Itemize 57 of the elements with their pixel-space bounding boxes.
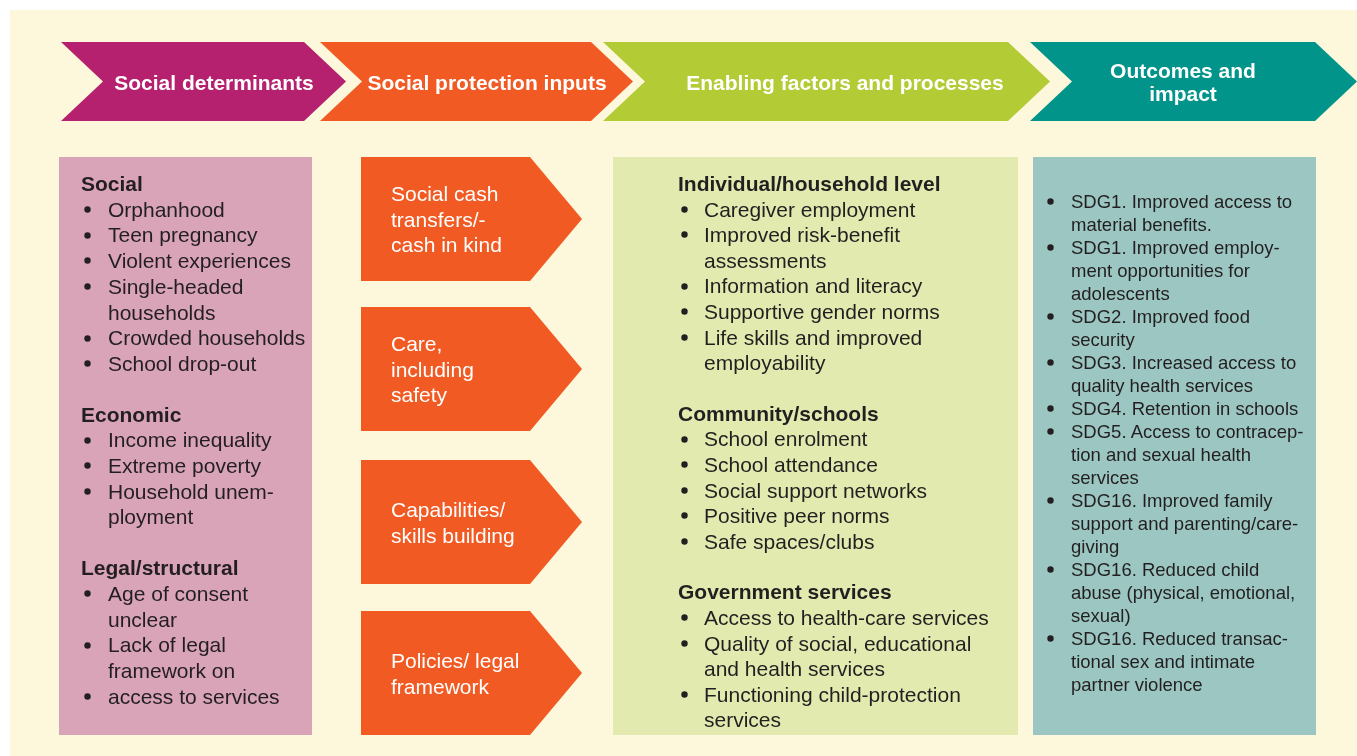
list-item-text: School attendance bbox=[704, 452, 878, 476]
list-item-text: SDG1. Improved access to material benefits. bbox=[1071, 191, 1293, 235]
list-item-text: Quality of social, educational and health services bbox=[704, 631, 972, 681]
list-item-text: Safe spaces/clubs bbox=[704, 529, 875, 553]
list-item-text: SDG16. Reduced child abuse (physical, emotional, sexual) bbox=[1071, 559, 1296, 626]
stage-title: Social determinants bbox=[113, 70, 315, 93]
input-label: Capabilities/ skills building bbox=[391, 496, 516, 548]
stage-title: Social protection inputs bbox=[366, 70, 608, 93]
list-item-text: Teen pregnancy bbox=[108, 223, 258, 247]
input-label: Policies/ legal framework bbox=[391, 647, 521, 699]
list-item-text: Improved risk-benefit assessments bbox=[704, 223, 901, 272]
list-item-text: SDG2. Improved food security bbox=[1071, 306, 1250, 350]
list-item-text: Violent experiences bbox=[108, 249, 291, 273]
category-panel bbox=[59, 157, 312, 735]
list-item-text: Crowded households bbox=[108, 326, 306, 350]
list-item-text: SDG5. Access to contracep-tion and sexual health services bbox=[1071, 421, 1304, 488]
list-item-text: SDG4. Retention in schools bbox=[1071, 398, 1299, 419]
list-item-text: Access to health-care services bbox=[704, 605, 989, 629]
list-item-text: Caregiver employment bbox=[704, 197, 916, 221]
input-label: Care, including safety bbox=[391, 330, 475, 408]
category-panel bbox=[1033, 157, 1316, 735]
list-item-text: SDG3. Increased access to quality health services bbox=[1071, 352, 1297, 396]
list-item-text: Single-headed households bbox=[108, 274, 244, 324]
list-item-text: SDG1. Improved employ-ment opportunities for adolescents bbox=[1071, 237, 1280, 304]
stage-title: Enabling factors and processes bbox=[685, 70, 1005, 93]
section-heading: Social bbox=[81, 171, 144, 197]
list-item-text: Functioning child-protection services bbox=[704, 682, 961, 732]
list-item-text: Supportive gender norms bbox=[704, 299, 940, 323]
section-heading: Government services bbox=[678, 579, 893, 605]
section-heading: Economic bbox=[81, 401, 183, 428]
section-heading: Individual/household level bbox=[678, 171, 942, 197]
list-item-text: Age of consent unclear bbox=[108, 581, 249, 631]
input-label: Social cash transfers/- cash in kind bbox=[391, 180, 503, 258]
list-item-text: access to services bbox=[108, 684, 280, 708]
stage-banner bbox=[61, 42, 346, 121]
list-item-text: SDG16. Improved family support and parenting/care-giving bbox=[1071, 490, 1299, 557]
list-item-text: SDG16. Reduced transac-tional sex and intimate partner violence bbox=[1071, 628, 1288, 695]
list-item-text: School enrolment bbox=[704, 427, 868, 451]
list-item-text: Information and literacy bbox=[704, 274, 923, 298]
category-panel bbox=[613, 157, 1018, 735]
input-tab bbox=[361, 460, 582, 584]
section-heading: Legal/structural bbox=[81, 555, 240, 581]
list-item-text: Positive peer norms bbox=[704, 504, 890, 528]
list-item-text: School drop-out bbox=[108, 351, 257, 375]
list-item-text: Orphanhood bbox=[108, 197, 225, 221]
stage-banner bbox=[1030, 42, 1357, 121]
list-item-text: Household unem-ployment bbox=[108, 479, 274, 529]
input-tab bbox=[361, 307, 582, 431]
stage-title: Outcomes and impact bbox=[1109, 58, 1257, 105]
section-heading: Community/schools bbox=[678, 400, 880, 427]
list-item-text: Income inequality bbox=[108, 428, 272, 452]
list-item-text: Social support networks bbox=[704, 478, 927, 502]
list-item-text: Extreme poverty bbox=[108, 454, 261, 478]
stage-banner bbox=[320, 42, 633, 121]
input-tab bbox=[361, 611, 582, 735]
input-tab bbox=[361, 157, 582, 281]
list-item-text: Life skills and improved employability bbox=[704, 325, 923, 375]
